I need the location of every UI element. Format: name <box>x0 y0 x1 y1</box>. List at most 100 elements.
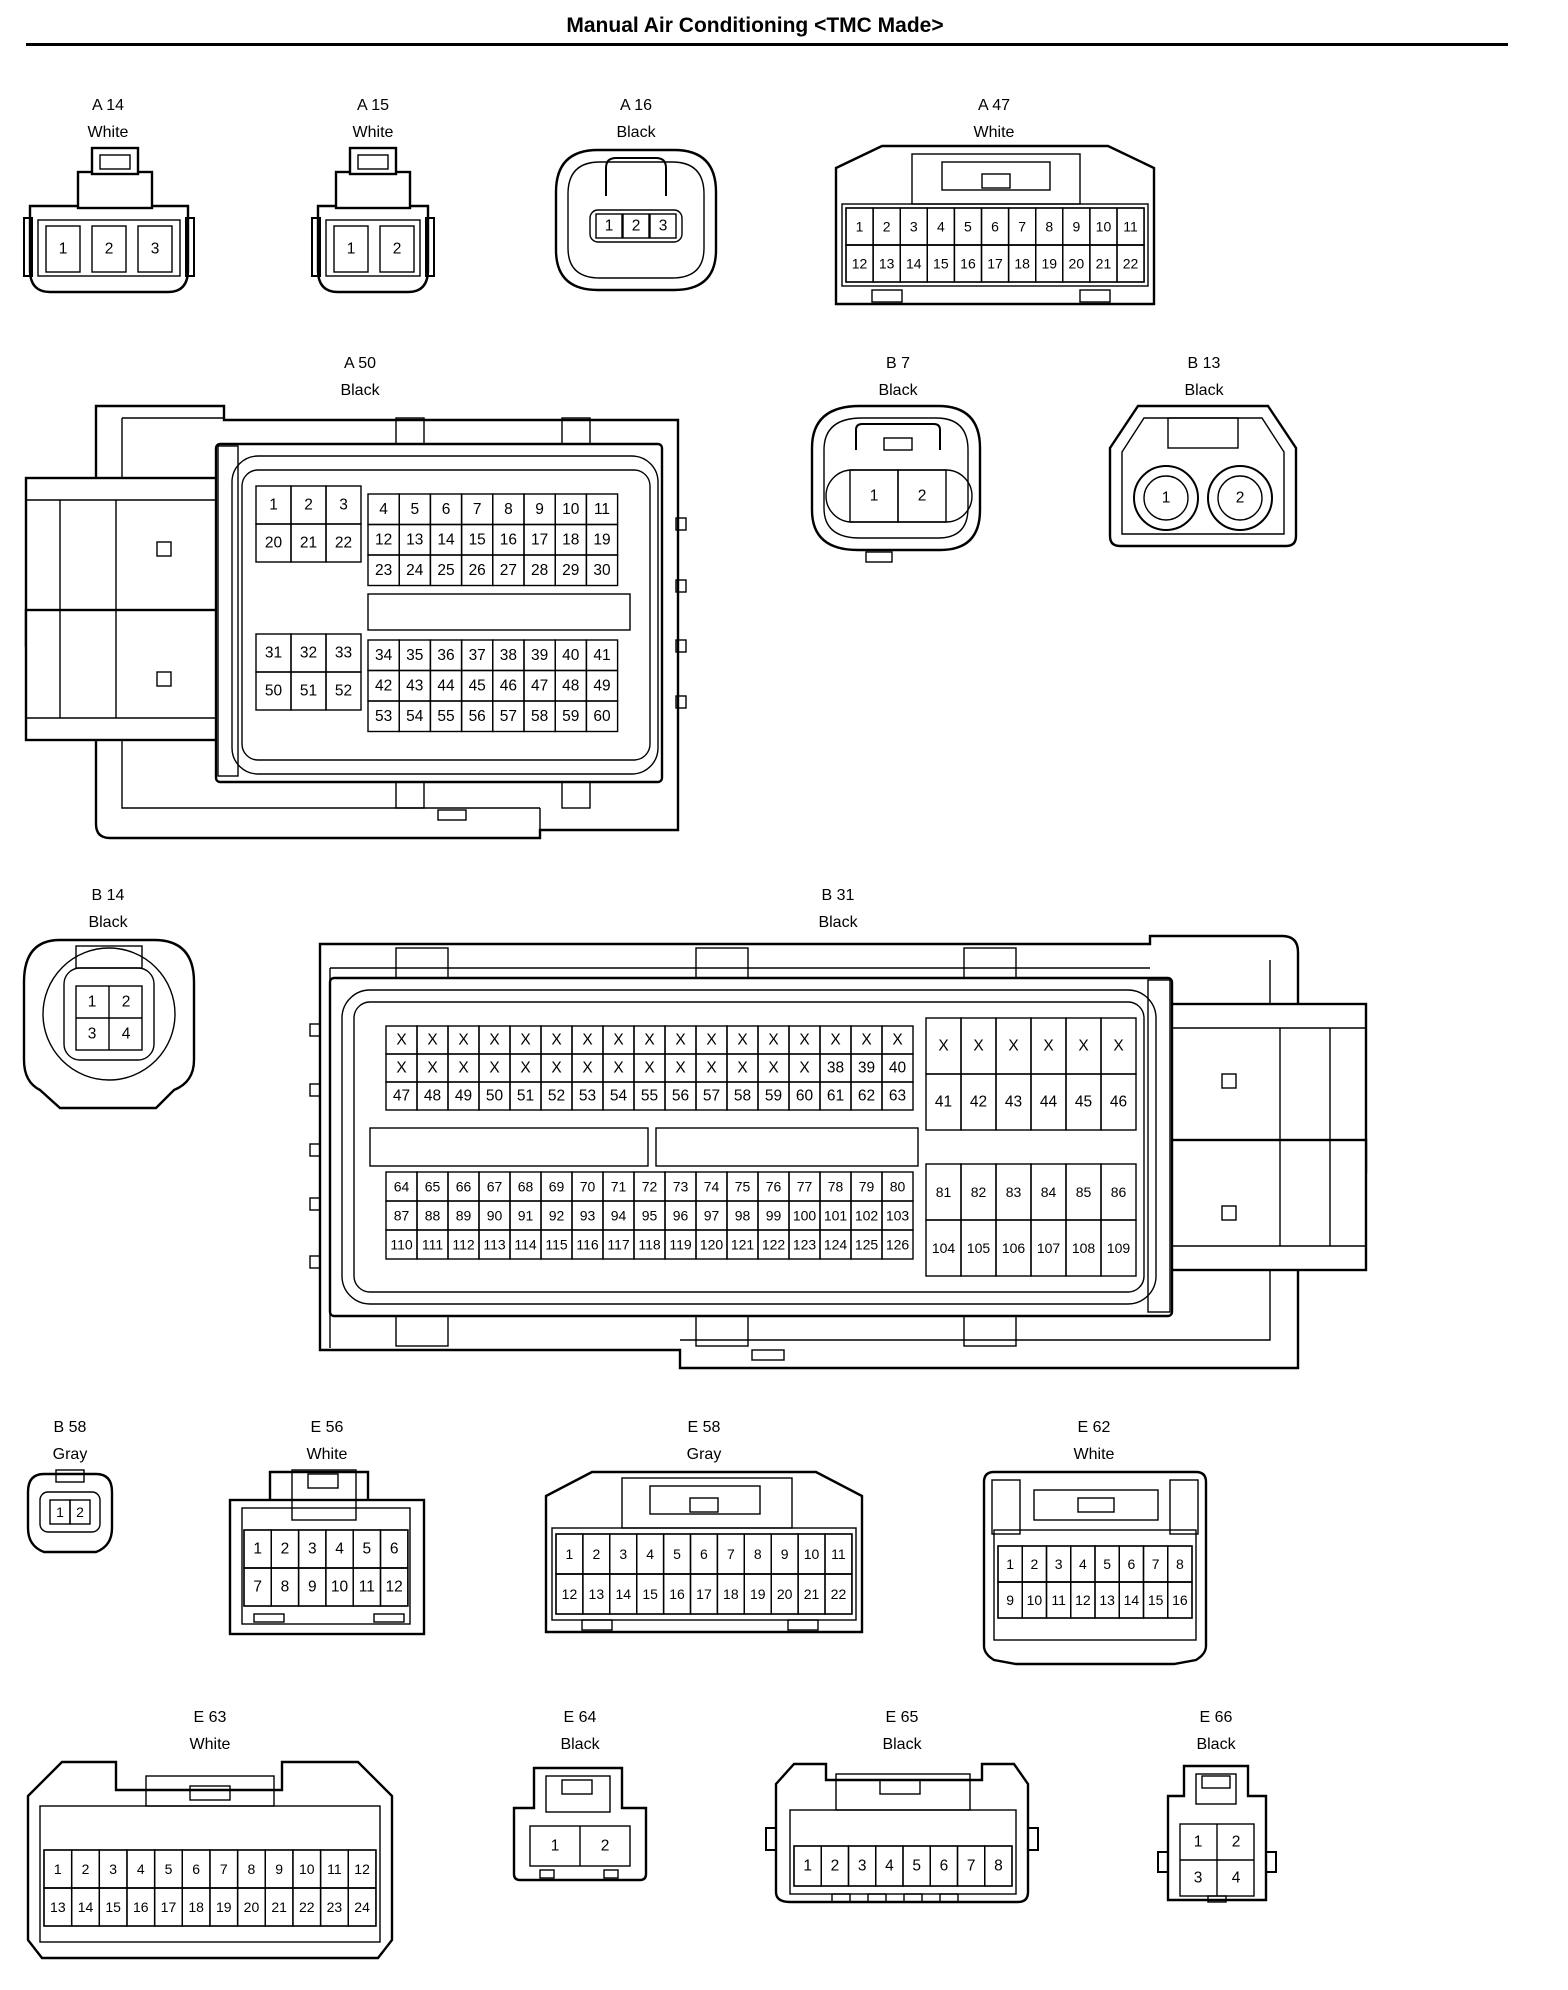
pin: 11 <box>594 501 610 518</box>
pin: 17 <box>696 1586 712 1602</box>
pin: 14 <box>615 1586 631 1602</box>
pin: 9 <box>781 1546 789 1562</box>
pin: 2 <box>304 497 313 514</box>
pin: X <box>489 1032 500 1049</box>
pin: 3 <box>910 219 918 235</box>
pin: 95 <box>642 1208 658 1224</box>
pin: 40 <box>562 647 580 664</box>
pin: 4 <box>937 219 945 235</box>
pin: 30 <box>593 562 611 579</box>
pin: 23 <box>327 1899 343 1915</box>
pin: 21 <box>1096 256 1112 272</box>
pin-grid: 1 2 3 4 <box>1179 1823 1255 1897</box>
pin: 15 <box>105 1899 121 1915</box>
pin: X <box>675 1032 686 1049</box>
pin: 5 <box>673 1546 681 1562</box>
pin: 18 <box>723 1586 739 1602</box>
pin: 7 <box>1018 219 1026 235</box>
pin: 107 <box>1037 1240 1061 1256</box>
pin-grid: 1 2 3 <box>595 213 677 239</box>
pin: 2 <box>601 1838 610 1855</box>
pin: 5 <box>165 1861 173 1877</box>
pin: 109 <box>1107 1240 1131 1256</box>
pin: 43 <box>1005 1094 1022 1111</box>
pin: 117 <box>607 1237 630 1253</box>
pin: 21 <box>300 535 317 552</box>
pin: X <box>613 1032 624 1049</box>
pin: 48 <box>424 1088 441 1105</box>
pin: 5 <box>1103 1556 1111 1572</box>
pin: 46 <box>1110 1094 1127 1111</box>
connector-color: Black <box>818 914 858 931</box>
pin: 1 <box>1194 1834 1203 1851</box>
pin: X <box>1008 1038 1019 1055</box>
pin: 1 <box>1006 1556 1014 1572</box>
pin: 55 <box>641 1088 658 1105</box>
connector-e64: E 64 Black 1 2 <box>512 1709 648 1882</box>
pin: 87 <box>394 1208 410 1224</box>
pin: 13 <box>50 1899 66 1915</box>
pin-cell <box>1100 1219 1137 1277</box>
pin: 16 <box>669 1586 685 1602</box>
pin: 83 <box>1006 1184 1022 1200</box>
pin: 3 <box>659 218 668 235</box>
pin: 6 <box>940 1858 949 1875</box>
connector-e66: E 66 Black 1 2 3 4 <box>1157 1709 1277 1903</box>
pin: 70 <box>580 1179 596 1195</box>
pin: 45 <box>1075 1094 1092 1111</box>
pin: 118 <box>638 1237 661 1253</box>
pin: 58 <box>531 708 548 725</box>
pin: 90 <box>487 1208 503 1224</box>
pin: 38 <box>827 1060 844 1077</box>
pin: X <box>799 1060 810 1077</box>
pin: 13 <box>589 1586 605 1602</box>
pin: 11 <box>359 1579 375 1596</box>
pin: 6 <box>442 501 451 518</box>
pin: 19 <box>1041 256 1057 272</box>
pin: 12 <box>852 256 868 272</box>
pin: 72 <box>642 1179 658 1195</box>
pin: 32 <box>300 645 317 662</box>
pin: 19 <box>216 1899 232 1915</box>
pin: 11 <box>1123 219 1138 235</box>
pin: 10 <box>804 1546 820 1562</box>
pin: 2 <box>831 1858 840 1875</box>
pin: 44 <box>437 677 455 694</box>
connector-id: E 65 <box>886 1709 919 1726</box>
pin: 14 <box>906 256 922 272</box>
pin: 59 <box>765 1088 782 1105</box>
pin: 2 <box>393 241 402 258</box>
connector-id: B 13 <box>1188 355 1221 372</box>
pin: 7 <box>473 501 482 518</box>
pin: 106 <box>1002 1240 1026 1256</box>
pin: 10 <box>331 1579 349 1596</box>
pin: 110 <box>390 1237 413 1253</box>
pin: 53 <box>375 708 392 725</box>
pin: 47 <box>393 1088 410 1105</box>
pin: X <box>675 1060 686 1077</box>
pin: 15 <box>933 256 949 272</box>
pin: 85 <box>1076 1184 1092 1200</box>
pin: 5 <box>363 1541 372 1558</box>
pin: 68 <box>518 1179 534 1195</box>
connector-color: Black <box>340 382 380 399</box>
pin: X <box>737 1060 748 1077</box>
pin: 71 <box>611 1179 627 1195</box>
connector-id: B 7 <box>886 355 910 372</box>
pin: 92 <box>549 1208 565 1224</box>
pin: 52 <box>548 1088 565 1105</box>
connector-color: White <box>88 124 129 141</box>
pin: X <box>706 1032 717 1049</box>
pin: 7 <box>253 1579 262 1596</box>
connector-id: E 63 <box>194 1709 227 1726</box>
pin: 62 <box>858 1088 875 1105</box>
pin: 8 <box>504 501 513 518</box>
pin: 14 <box>437 531 455 548</box>
pin-cell <box>824 1573 853 1615</box>
pin-cell <box>984 1845 1013 1887</box>
pin: 3 <box>619 1546 627 1562</box>
pin: 81 <box>936 1184 952 1200</box>
pin: 7 <box>220 1861 228 1877</box>
